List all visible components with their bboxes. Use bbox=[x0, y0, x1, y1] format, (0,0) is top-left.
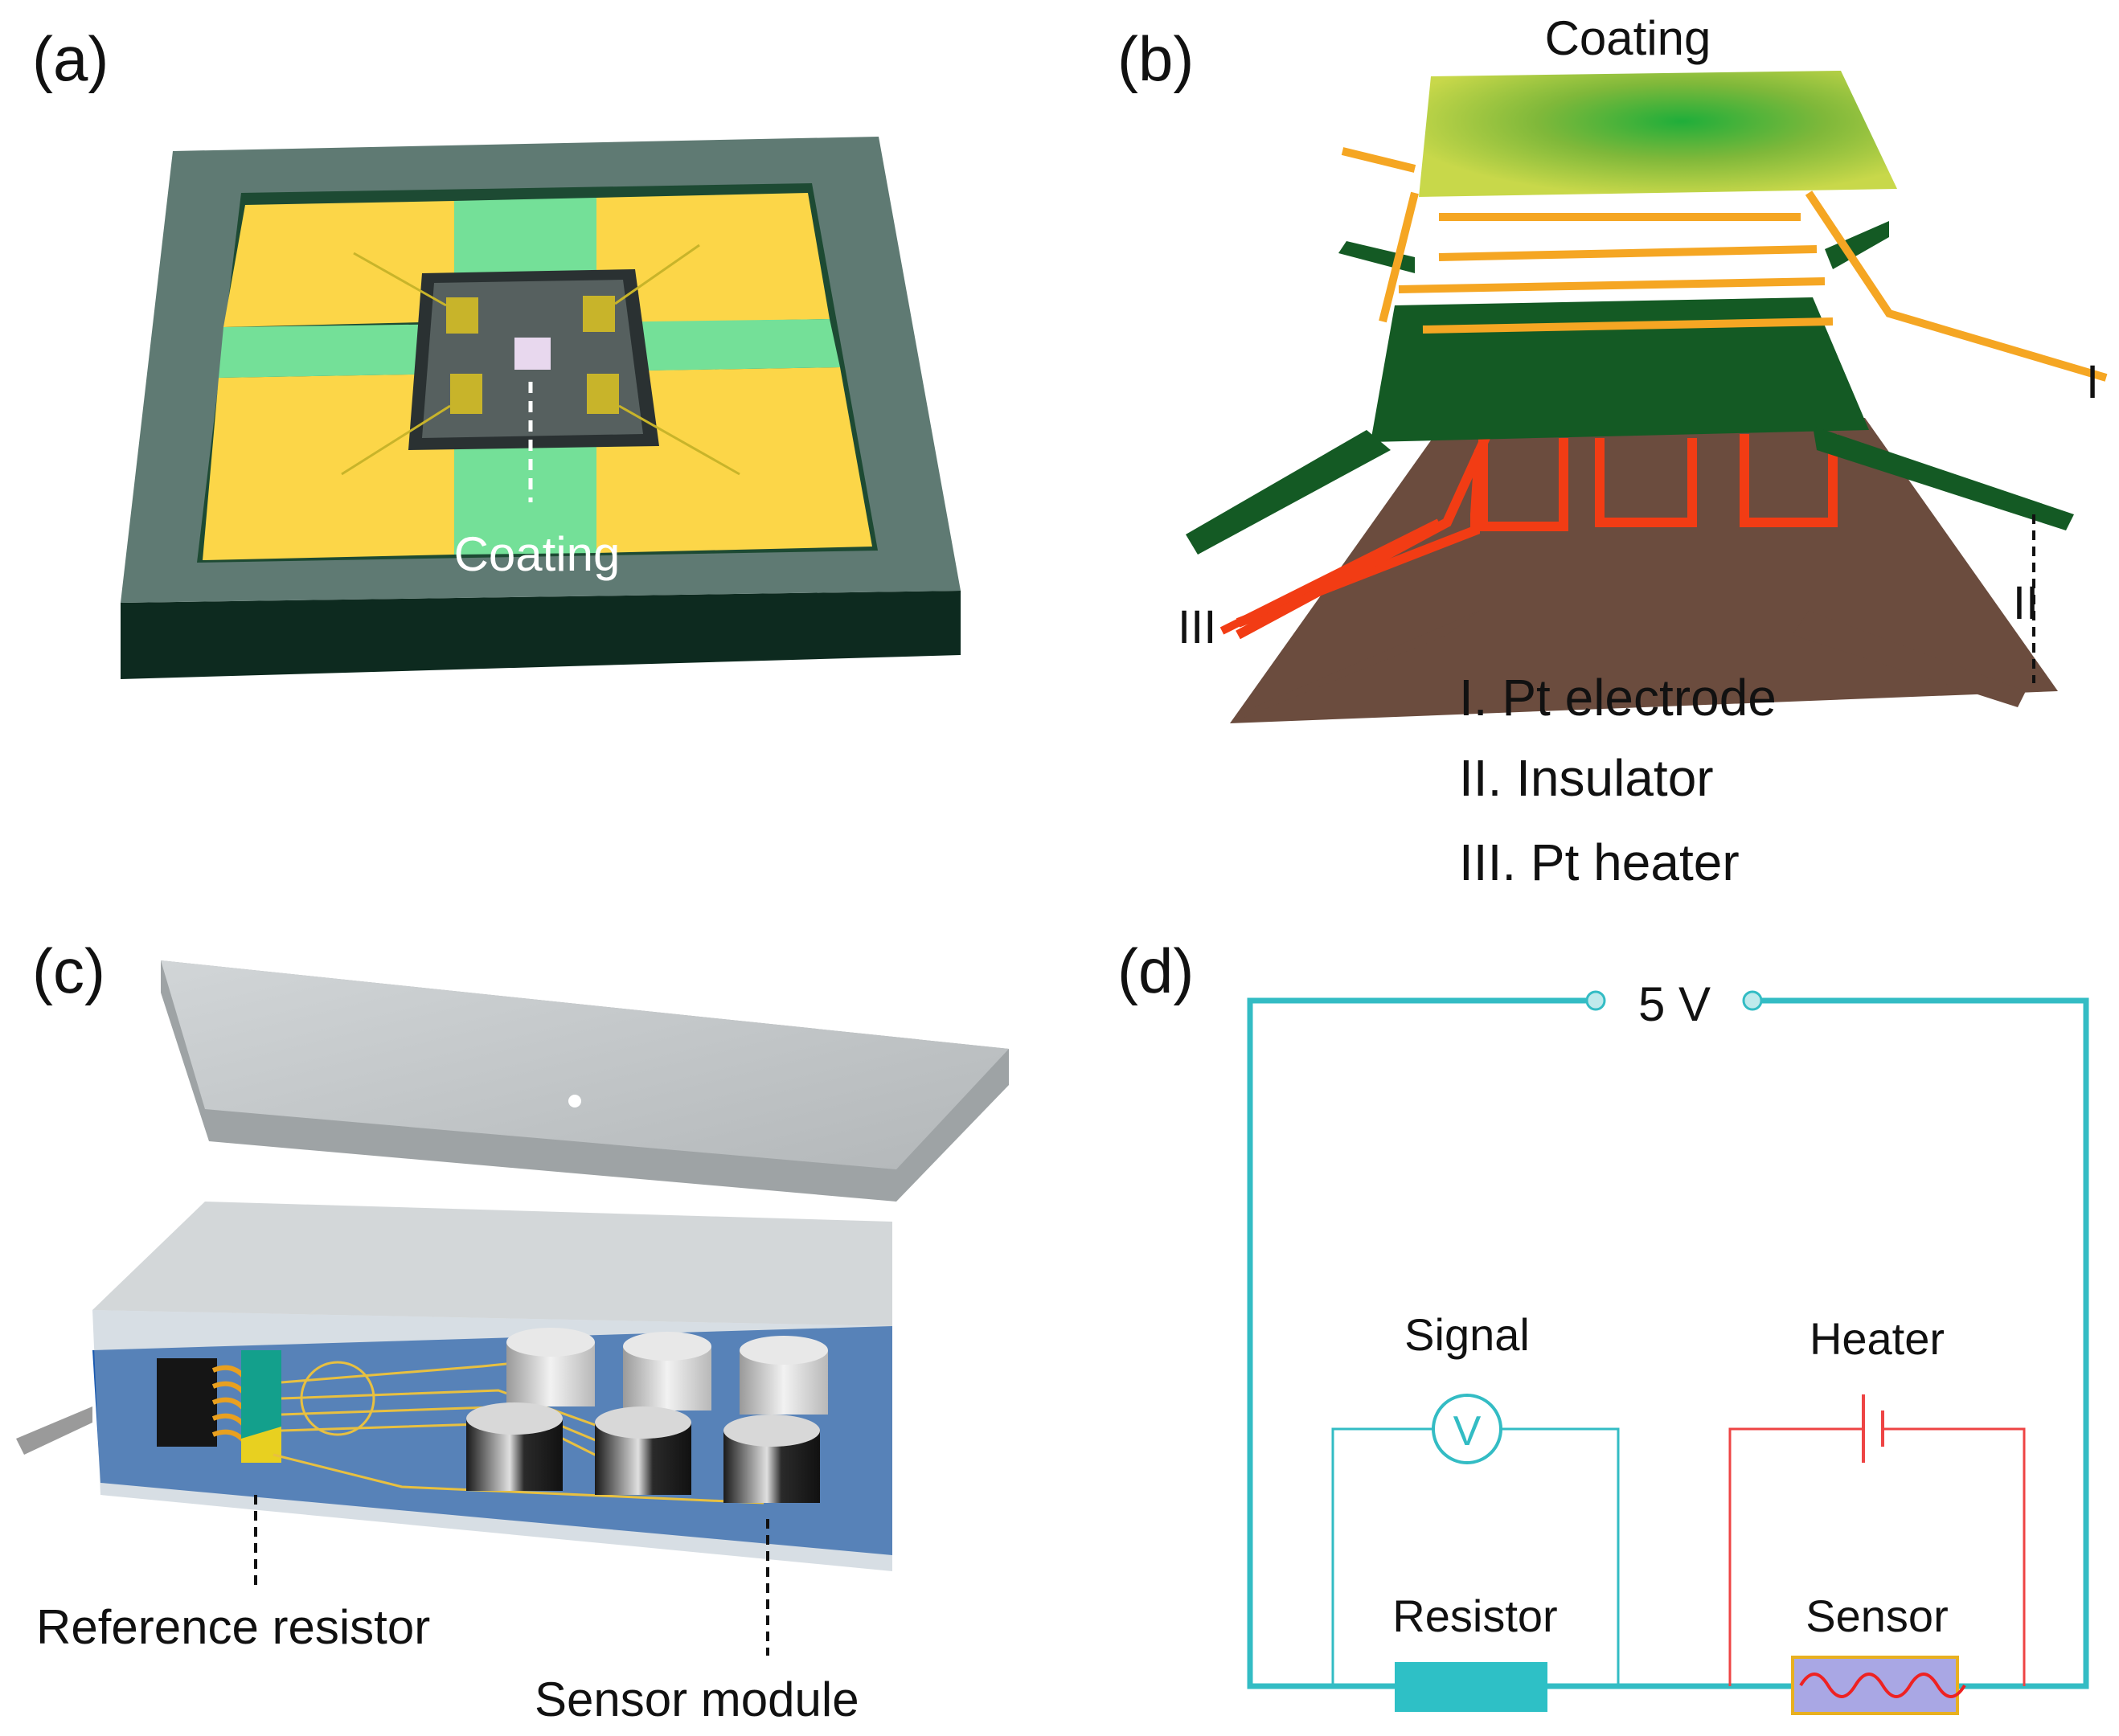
signal-label: Signal bbox=[1404, 1309, 1530, 1360]
package-front-side bbox=[121, 591, 961, 679]
panel-d-label: (d) bbox=[1117, 936, 1194, 1006]
pad-bottom-left bbox=[203, 374, 454, 560]
pcb-traces bbox=[273, 1357, 764, 1505]
heater-loop bbox=[1728, 1427, 2026, 1686]
sensing-element bbox=[514, 338, 551, 370]
sensor-cylinder bbox=[466, 1402, 563, 1491]
panel-d: (d) 5 V V Signal Resistor Heater bbox=[1117, 936, 2089, 1715]
signal-loop bbox=[1331, 1427, 1620, 1686]
cable bbox=[16, 1406, 92, 1455]
layer-legend: I. Pt electrode II. Insulator III. Pt he… bbox=[1459, 669, 1777, 891]
panel-c-label: (c) bbox=[32, 936, 105, 1006]
sensor-module-label: Sensor module bbox=[535, 1673, 859, 1726]
panel-a: (a) bbox=[32, 23, 961, 679]
sensor-cylinder bbox=[723, 1415, 820, 1503]
electrode-bl bbox=[450, 374, 482, 414]
pad-top-left bbox=[223, 201, 454, 327]
pt-heater bbox=[1236, 432, 1838, 640]
panel-b-coating-label: Coating bbox=[1545, 11, 1711, 65]
panel-b-label: (b) bbox=[1117, 23, 1194, 94]
legend-item-insulator: II. Insulator bbox=[1459, 749, 1714, 807]
case-glass-top bbox=[92, 1202, 892, 1326]
circuit-wires bbox=[1247, 997, 2089, 1689]
panel-a-coating-label: Coating bbox=[454, 527, 621, 581]
heater-lead bbox=[1219, 518, 1441, 635]
device-case bbox=[16, 1202, 892, 1571]
bond-wires bbox=[341, 244, 740, 476]
legend-item-pt-electrode: I. Pt electrode bbox=[1459, 669, 1777, 727]
panel-c: (c) bbox=[16, 936, 1009, 1726]
legend-item-pt-heater: III. Pt heater bbox=[1459, 833, 1740, 891]
coating-layer bbox=[1419, 71, 1897, 197]
terminal-left bbox=[1585, 990, 1606, 1011]
pad-top-right bbox=[596, 193, 830, 323]
pad-bottom-right bbox=[596, 367, 872, 553]
marker-II: II bbox=[2013, 577, 2039, 629]
sensor-cylinder bbox=[740, 1336, 828, 1415]
voltmeter bbox=[1432, 1394, 1502, 1464]
voltmeter-symbol: V bbox=[1453, 1408, 1482, 1455]
device-lid bbox=[161, 960, 1009, 1202]
sensor-chip-package: Coating bbox=[121, 137, 961, 679]
substrate-layer bbox=[1230, 418, 2058, 723]
electrode-br bbox=[587, 374, 619, 414]
marker-III: III bbox=[1178, 601, 1216, 653]
sensor-cylinder bbox=[506, 1328, 595, 1406]
reference-resistor-base bbox=[241, 1427, 281, 1463]
insulator-layer bbox=[1186, 221, 2074, 555]
panel-a-label: (a) bbox=[32, 23, 109, 94]
sensor-cylinder bbox=[595, 1406, 691, 1495]
sensor-label: Sensor bbox=[1805, 1591, 1948, 1641]
resistor-label: Resistor bbox=[1392, 1591, 1557, 1641]
terminal-right bbox=[1742, 990, 1763, 1011]
marker-I: I bbox=[2086, 356, 2099, 408]
gas-sensor-cylinders bbox=[466, 1328, 828, 1503]
voltage-label: 5 V bbox=[1638, 977, 1711, 1031]
panel-b: (b) Coating bbox=[1117, 11, 2108, 891]
electrode-tr bbox=[583, 296, 615, 332]
sensor bbox=[1791, 1656, 1959, 1715]
resistor bbox=[1395, 1662, 1547, 1712]
pt-electrode bbox=[1341, 147, 2108, 382]
connector bbox=[157, 1358, 217, 1447]
sensor-cylinder bbox=[623, 1332, 711, 1410]
sensor-heater-wave bbox=[1799, 1673, 1966, 1698]
electrode-tl bbox=[446, 297, 478, 334]
heater-label: Heater bbox=[1810, 1313, 1945, 1364]
reference-resistor-label: Reference resistor bbox=[36, 1600, 430, 1654]
